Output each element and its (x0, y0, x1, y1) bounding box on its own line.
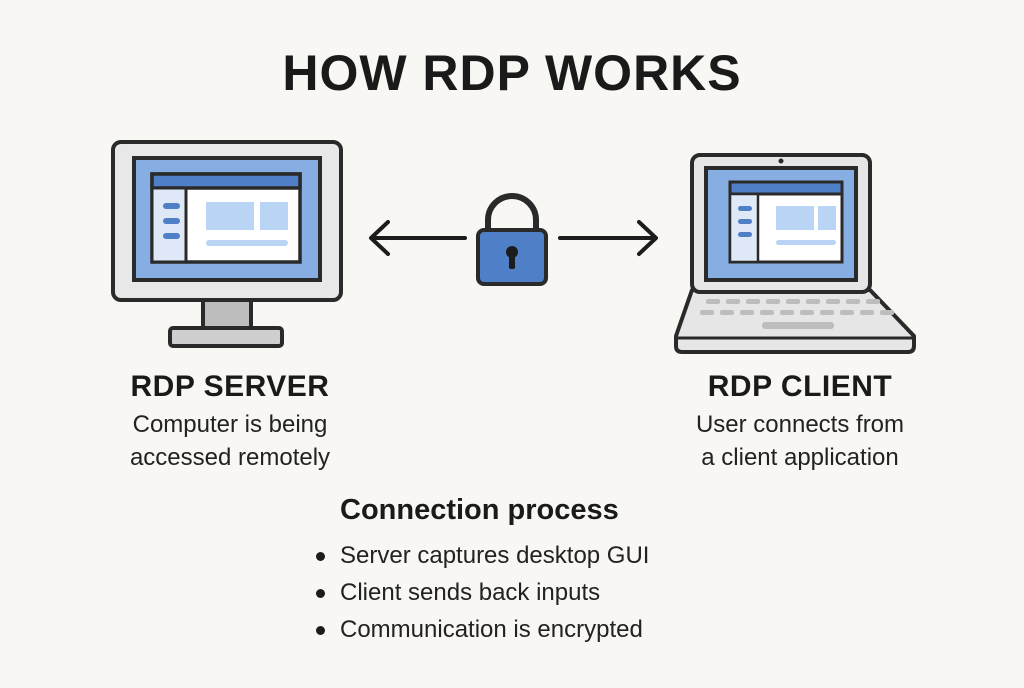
process-list: Server captures desktop GUI Client sends… (310, 537, 730, 648)
process-item-text: Communication is encrypted (340, 616, 643, 643)
server-description-line: accessed remotely (129, 444, 331, 471)
process-item-text: Client sends back inputs (340, 579, 601, 606)
bullet-icon (316, 626, 325, 635)
client-description-line: a client application (701, 444, 899, 471)
process-item: Communication is encrypted (310, 611, 730, 648)
right-arrow-icon (558, 220, 658, 256)
process-item-text: Server captures desktop GUI (340, 542, 650, 569)
connection-process: Connection process Server captures deskt… (310, 494, 730, 648)
bullet-icon (316, 589, 325, 598)
server-description: Computer is being accessed remotely (80, 408, 380, 474)
client-description-line: User connects from (695, 411, 905, 438)
padlock-icon (476, 193, 548, 286)
server-description-line: Computer is being (132, 411, 328, 438)
client-description: User connects from a client application (640, 408, 960, 474)
bullet-icon (316, 552, 325, 561)
left-arrow-icon (369, 220, 467, 256)
process-item: Server captures desktop GUI (310, 537, 730, 574)
process-item: Client sends back inputs (310, 574, 730, 611)
process-heading: Connection process (340, 494, 619, 526)
page-title: HOW RDP WORKS (282, 45, 742, 101)
client-title: RDP CLIENT (707, 370, 893, 403)
server-title: RDP SERVER (130, 370, 330, 403)
laptop-icon (674, 153, 916, 354)
desktop-monitor-icon (111, 140, 343, 348)
